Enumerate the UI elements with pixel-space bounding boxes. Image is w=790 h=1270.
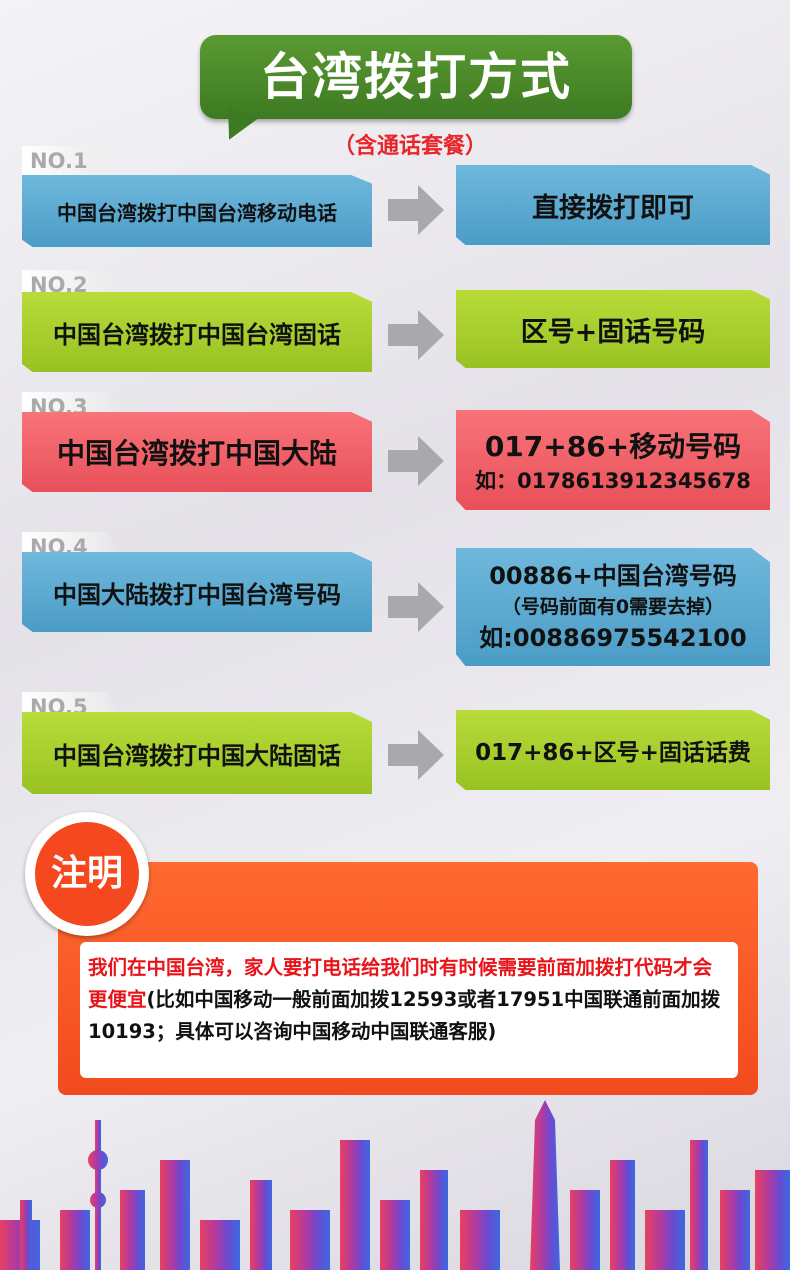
to-box: 区号+固话号码: [456, 290, 770, 368]
arrow-right-icon: [388, 185, 444, 235]
from-box: 中国大陆拨打中国台湾号码: [22, 552, 372, 632]
to-example: 如:00886975542100: [479, 623, 747, 652]
to-box: 017+86+移动号码 如：0178613912345678: [456, 410, 770, 510]
arrow-right-icon: [388, 310, 444, 360]
page-title: 台湾拨打方式: [200, 35, 632, 119]
to-box: 00886+中国台湾号码 （号码前面有0需要去掉） 如:008869755421…: [456, 548, 770, 666]
from-box: 中国台湾拨打中国大陆: [22, 412, 372, 492]
to-label: 017+86+移动号码: [484, 430, 742, 463]
from-box: 中国台湾拨打中国台湾固话: [22, 292, 372, 372]
to-label: 直接拨打即可: [532, 192, 694, 224]
arrow-right-icon: [388, 436, 444, 486]
note-body: (比如中国移动一般前面加拨12593或者17951中国联通前面加拨10193；具…: [88, 988, 721, 1043]
from-box: 中国台湾拨打中国台湾移动电话: [22, 175, 372, 247]
arrow-right-icon: [388, 730, 444, 780]
subtitle: （含通话套餐）: [332, 134, 487, 159]
from-label: 中国大陆拨打中国台湾号码: [53, 580, 341, 609]
to-example: 如：0178613912345678: [475, 469, 751, 493]
to-label: 00886+中国台湾号码: [489, 561, 737, 590]
from-label: 中国台湾拨打中国台湾固话: [53, 320, 341, 349]
note-text: 我们在中国台湾，家人要打电话给我们时有时候需要前面加拨打代码才会更便宜(比如中国…: [80, 942, 738, 1078]
from-box: 中国台湾拨打中国大陆固话: [22, 712, 372, 794]
from-label: 中国台湾拨打中国大陆: [56, 437, 337, 470]
note-highlight: 我们在中国台湾，家人要打电话给我们时有时候需要前面加拨打代码才会更便宜: [88, 956, 713, 1011]
to-note: （号码前面有0需要去掉）: [501, 595, 725, 618]
to-box: 017+86+区号+固话话费: [456, 710, 770, 790]
from-label: 中国台湾拨打中国台湾移动电话: [57, 200, 337, 225]
arrow-right-icon: [388, 582, 444, 632]
to-label: 017+86+区号+固话话费: [475, 740, 751, 766]
city-skyline-illustration: [0, 1100, 790, 1270]
from-label: 中国台湾拨打中国大陆固话: [53, 741, 341, 770]
row-number: NO.1: [22, 146, 122, 176]
to-box: 直接拨打即可: [456, 165, 770, 245]
to-label: 区号+固话号码: [520, 316, 706, 348]
note-badge: 注明: [35, 822, 139, 926]
